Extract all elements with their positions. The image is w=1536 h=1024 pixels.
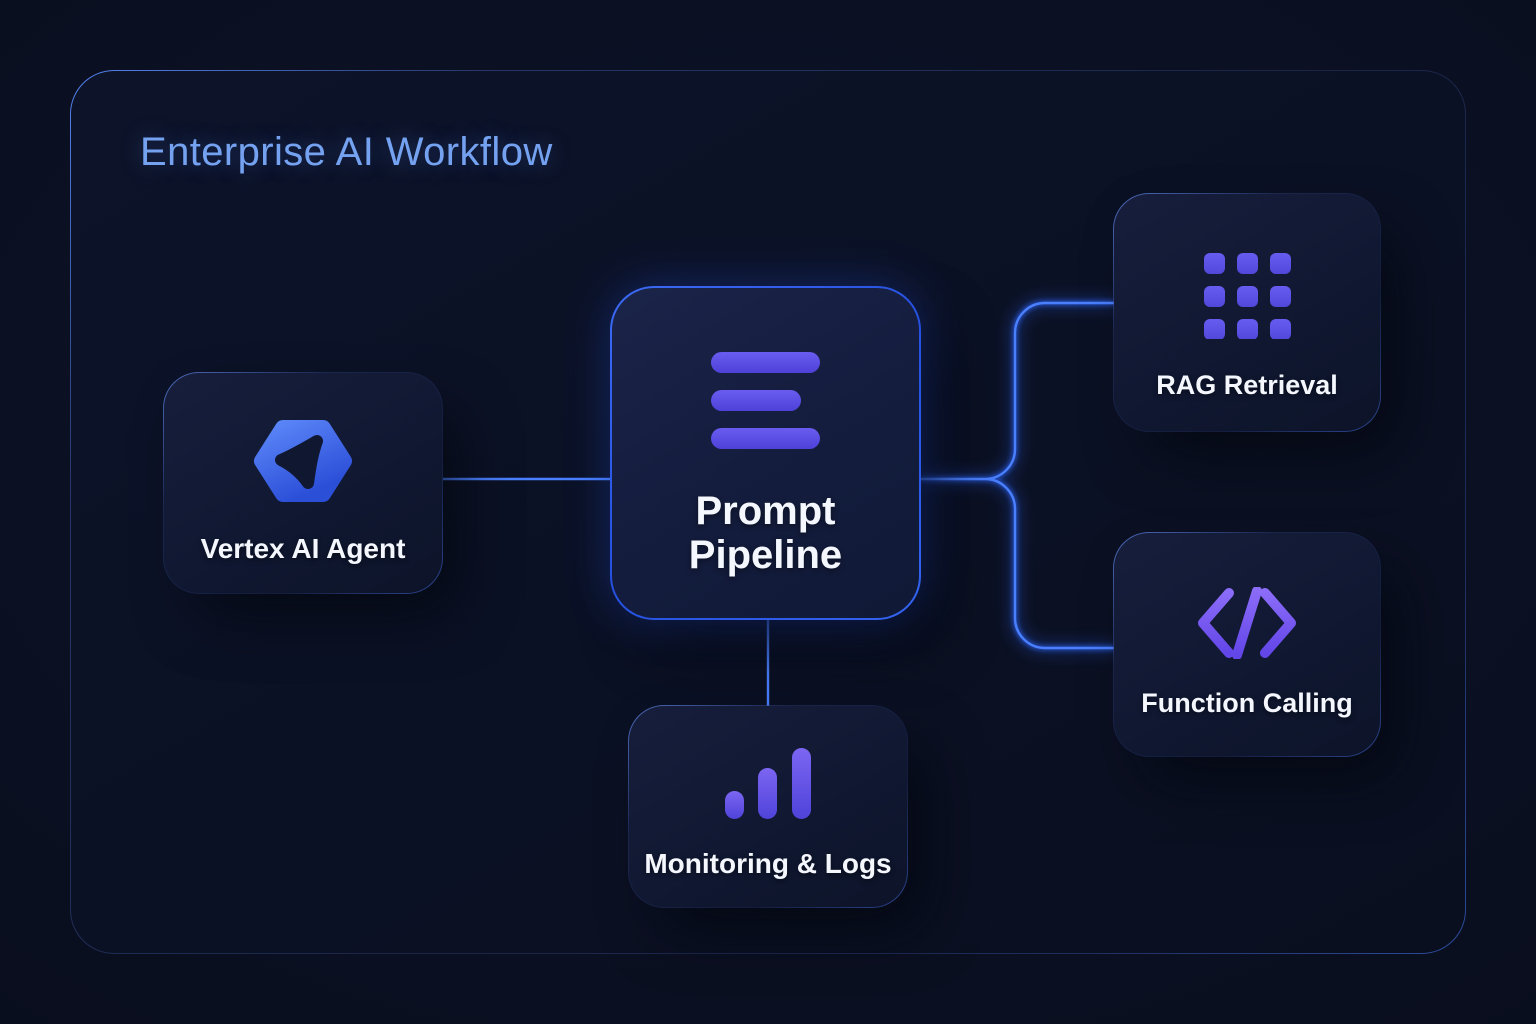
node-prompt-pipeline: Prompt Pipeline xyxy=(610,286,921,620)
node-label-vertex-ai-agent: Vertex AI Agent xyxy=(200,533,406,564)
pipeline-list-bars-icon xyxy=(711,352,820,449)
grid-dots-icon xyxy=(1203,253,1291,339)
node-label-function-calling: Function Calling xyxy=(1141,688,1353,718)
node-monitoring-logs: Monitoring & Logs xyxy=(628,705,908,908)
node-label-monitoring-logs: Monitoring & Logs xyxy=(644,848,892,879)
bar-chart-icon xyxy=(725,748,811,819)
diagram-title: Enterprise AI Workflow xyxy=(140,130,553,174)
node-rag-retrieval: RAG Retrieval xyxy=(1113,193,1381,432)
vertex-ai-hexagon-icon xyxy=(254,420,352,502)
node-label-rag-retrieval: RAG Retrieval xyxy=(1156,370,1338,400)
node-label-prompt-pipeline: Prompt Pipeline xyxy=(688,489,843,577)
node-function-calling: Function Calling xyxy=(1113,532,1381,757)
code-brackets-icon xyxy=(1198,587,1296,659)
node-vertex-ai-agent: Vertex AI Agent xyxy=(163,372,443,594)
